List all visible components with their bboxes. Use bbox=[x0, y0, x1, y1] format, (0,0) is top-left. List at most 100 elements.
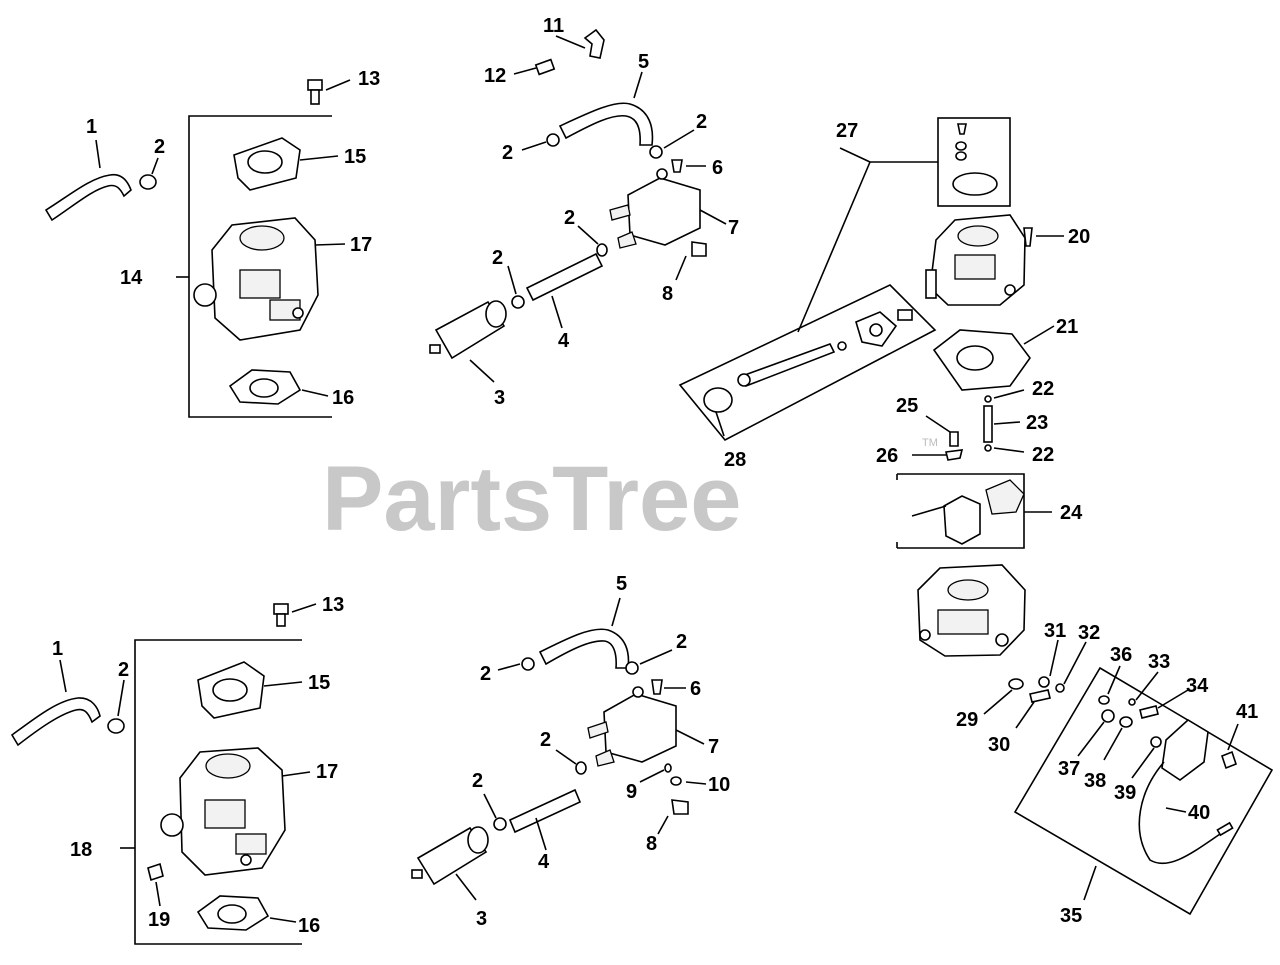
callout-13: 13 bbox=[322, 594, 344, 616]
callout-21: 21 bbox=[1056, 316, 1078, 338]
callout-22: 22 bbox=[1032, 444, 1054, 466]
callout-12: 12 bbox=[484, 65, 506, 87]
callout-36: 36 bbox=[1110, 644, 1132, 666]
callout-38: 38 bbox=[1084, 770, 1106, 792]
shutdown-kit-bracket bbox=[1013, 666, 1274, 916]
idle-spring bbox=[1038, 676, 1050, 688]
float-bowl-gasket bbox=[932, 329, 1031, 391]
fuel-filter bbox=[429, 300, 507, 360]
callout-2: 2 bbox=[492, 247, 503, 269]
mounting-bolt bbox=[273, 603, 289, 615]
assembly-bracket bbox=[134, 639, 302, 945]
callout-34: 34 bbox=[1186, 675, 1209, 697]
ground-screw bbox=[1221, 750, 1237, 770]
callout-25: 25 bbox=[896, 395, 918, 417]
watermark-text: PartsTree bbox=[322, 448, 741, 550]
base-gasket bbox=[228, 369, 302, 405]
callout-labels: 1 2 13 15 17 14 16 11 12 5 2 2 6 7 2 2 8… bbox=[52, 15, 1258, 937]
callout-24: 24 bbox=[1060, 502, 1083, 524]
group-top-right bbox=[678, 117, 1064, 657]
callout-41: 41 bbox=[1236, 701, 1258, 723]
callout-10: 10 bbox=[708, 774, 730, 796]
callout-4: 4 bbox=[558, 330, 570, 352]
fuel-hose-elbow bbox=[10, 697, 101, 747]
hose-clip bbox=[583, 28, 605, 59]
callout-6: 6 bbox=[712, 157, 723, 179]
callout-17: 17 bbox=[316, 761, 338, 783]
fuel-line bbox=[508, 788, 582, 834]
callout-6: 6 bbox=[690, 678, 701, 700]
carburetor-lower bbox=[917, 564, 1026, 657]
callout-37: 37 bbox=[1058, 758, 1080, 780]
adjustment-screw bbox=[147, 862, 164, 882]
callout-40: 40 bbox=[1188, 802, 1210, 824]
callout-7: 7 bbox=[708, 736, 719, 758]
callout-2: 2 bbox=[118, 659, 129, 681]
throttle-shaft bbox=[740, 343, 836, 388]
callout-15: 15 bbox=[308, 672, 330, 694]
callout-28: 28 bbox=[724, 449, 746, 471]
pump-fitting bbox=[651, 679, 663, 695]
mounting-bolt bbox=[307, 79, 323, 91]
solenoid-screw bbox=[1139, 705, 1159, 719]
callout-3: 3 bbox=[476, 908, 487, 930]
anti-afterfire-solenoid bbox=[1161, 719, 1209, 781]
throttle-shaft-kit-box bbox=[678, 284, 937, 442]
float-needle bbox=[949, 431, 959, 447]
pump-outlet-fitting bbox=[671, 799, 689, 815]
callout-8: 8 bbox=[646, 833, 657, 855]
callout-29: 29 bbox=[956, 709, 978, 731]
callout-23: 23 bbox=[1026, 412, 1048, 434]
callout-4: 4 bbox=[538, 851, 550, 873]
group-bottom-right bbox=[983, 639, 1274, 916]
callout-16: 16 bbox=[332, 387, 354, 409]
fuel-hose-elbow bbox=[538, 628, 630, 669]
callout-26: 26 bbox=[876, 445, 898, 467]
carburetor-upper bbox=[925, 214, 1026, 306]
callout-16: 16 bbox=[298, 915, 320, 937]
shaft-bushing bbox=[703, 387, 733, 413]
callout-27: 27 bbox=[836, 120, 858, 142]
group-bottom-middle bbox=[411, 597, 707, 901]
washer bbox=[670, 776, 682, 786]
pump-outlet-fitting bbox=[691, 241, 707, 257]
fuel-solenoid-box bbox=[897, 473, 1025, 549]
callout-19: 19 bbox=[148, 909, 170, 931]
callout-30: 30 bbox=[988, 734, 1010, 756]
callout-2: 2 bbox=[154, 136, 165, 158]
solenoid-wire bbox=[1138, 761, 1227, 865]
callout-5: 5 bbox=[638, 51, 649, 73]
callout-3: 3 bbox=[494, 387, 505, 409]
callout-8: 8 bbox=[662, 283, 673, 305]
fuel-filter bbox=[411, 826, 489, 886]
callout-18: 18 bbox=[70, 839, 92, 861]
pump-fitting bbox=[671, 159, 683, 173]
callout-39: 39 bbox=[1114, 782, 1136, 804]
fuel-hose-elbow bbox=[558, 102, 654, 146]
needle-clip bbox=[945, 449, 964, 461]
fuel-pump bbox=[609, 168, 701, 249]
callout-2: 2 bbox=[540, 729, 551, 751]
callout-15: 15 bbox=[344, 146, 366, 168]
assembly-bracket bbox=[188, 115, 332, 418]
callout-33: 33 bbox=[1148, 651, 1170, 673]
fuel-line bbox=[525, 252, 604, 302]
diaphragm bbox=[952, 172, 998, 196]
callout-7: 7 bbox=[728, 217, 739, 239]
clip-screw bbox=[534, 58, 556, 76]
fuel-pump bbox=[587, 686, 677, 767]
callout-14: 14 bbox=[120, 267, 143, 289]
hose-clamp bbox=[139, 174, 157, 190]
callout-17: 17 bbox=[350, 234, 372, 256]
adjustment-needle bbox=[1029, 689, 1051, 703]
base-gasket bbox=[196, 895, 270, 931]
callout-22: 22 bbox=[1032, 378, 1054, 400]
carburetor-screw bbox=[1023, 227, 1033, 247]
callout-9: 9 bbox=[626, 781, 637, 803]
callout-1: 1 bbox=[52, 638, 63, 660]
group-top-left bbox=[44, 79, 351, 418]
callout-2: 2 bbox=[472, 770, 483, 792]
fuel-solenoid bbox=[943, 495, 981, 545]
carburetor-gasket bbox=[197, 661, 265, 719]
